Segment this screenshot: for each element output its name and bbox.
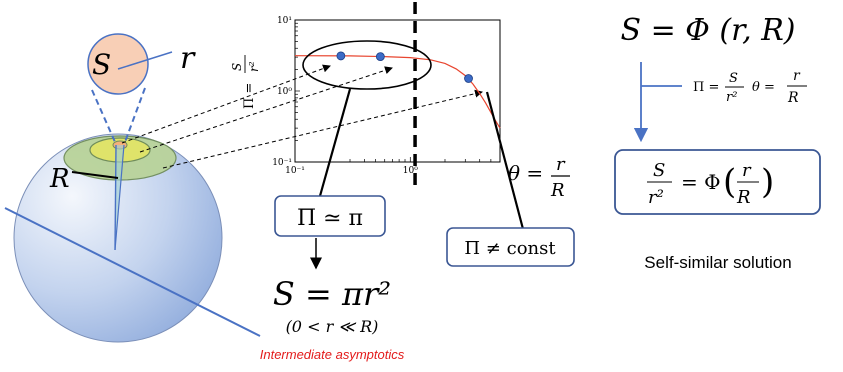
pointer-to-pi-neq [485,91,525,230]
pi-neq-text: Π ≠ const [464,238,556,259]
log-log-plot: 10⁻¹ 10⁰ 10⁻¹ 10⁰ 10¹ [272,2,501,192]
plot-tick-labels: 10⁻¹ 10⁰ 10⁻¹ 10⁰ 10¹ [272,16,418,176]
ss-paren-right: ) [761,162,774,202]
self-similar-label: Self-similar solution [644,253,791,272]
self-similar-equation: S r² = Φ ( r R ) [647,160,774,208]
plot-gridlines [294,19,501,163]
arrow-to-point-1 [121,64,331,144]
theta-def-den: R [787,90,799,106]
ss-lhs-num: S [653,160,665,181]
ss-paren-left: ( [723,162,736,202]
theta-lhs: θ = [508,161,543,185]
plot-data-points [336,51,473,83]
label-R: R [49,164,70,194]
theta-def-lhs: θ = [752,80,775,95]
self-similar-box [614,149,821,215]
theta-den: R [550,180,565,201]
plot-frame [294,19,501,163]
ylabel-pi: Π = [242,83,257,109]
x-tick-label: 10⁻¹ [285,166,305,176]
pi-neq-box [446,227,575,267]
data-point [375,52,385,62]
pi-def-num: S [729,71,738,86]
tangent-line [4,207,261,337]
pi-approx-text: Π ≃ π [297,206,363,231]
asymptotic-regime-ellipse [302,40,432,90]
theta-num: r [556,154,566,175]
top-formula: S = Φ (r, R) [620,13,795,48]
pi-approx-box [274,195,386,237]
arrow-to-point-2 [139,66,393,153]
zoom-circle [87,33,149,95]
y-tick-label: 10⁻¹ [272,158,292,168]
plot-ylabel: Π = S r² [230,55,261,109]
plot-xlabel: θ = r R [508,154,570,201]
area-formula: S = πr² [273,275,391,313]
ylabel-num: S [230,63,244,71]
pi-theta-definitions: Π = S r² θ = r R [693,68,807,106]
pi-def-den: r² [726,90,737,105]
zoom-dash-right [124,87,146,143]
pi-def-lhs: Π = [693,80,719,95]
data-point [336,51,346,61]
pi-curve [294,55,501,129]
label-r: r [180,41,196,76]
area-condition: (0 < r ≪ R) [286,317,379,336]
theta-def-num: r [793,68,801,84]
y-tick-label: 10⁰ [277,87,292,97]
arrow-to-point-3 [162,89,483,169]
zoom-radius-line [117,51,173,70]
pointer-to-pi-approx [318,88,352,197]
ss-num: r [742,160,752,181]
x-tick-label: 10⁰ [403,166,418,176]
ss-lhs-den: r² [648,187,664,208]
cone-edge-right [114,144,125,251]
data-point [464,74,473,83]
y-tick-label: 10¹ [277,16,292,26]
sphere-illustration: R S r [4,33,261,343]
intermediate-asymptotics-label: Intermediate asymptotics [260,347,405,362]
radius-R-line [71,171,119,179]
ss-rhs: = Φ [681,170,721,194]
label-S: S [92,48,111,81]
cone-edge-left [114,144,117,251]
ss-den: R [736,187,751,208]
ylabel-den: r² [247,61,261,72]
